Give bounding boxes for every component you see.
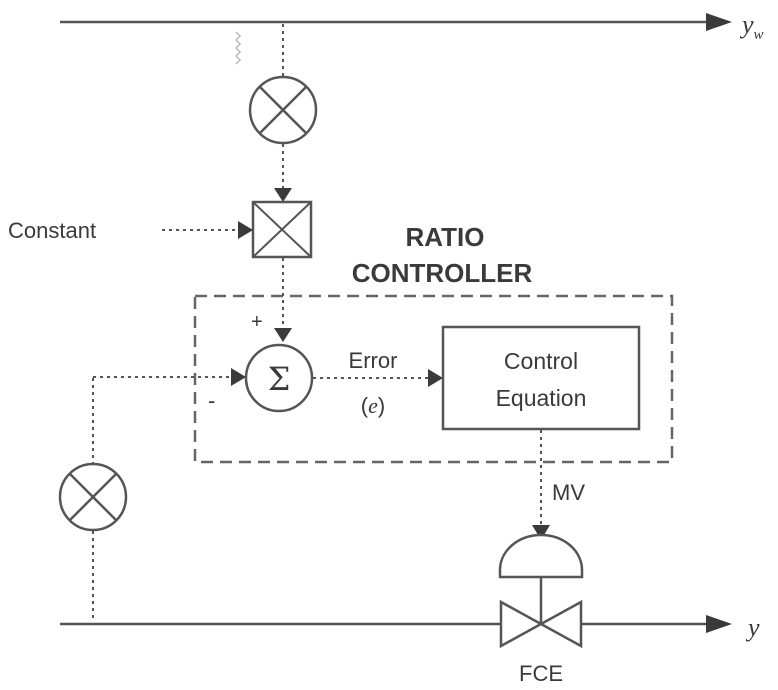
ratio-multiplier-box — [251, 200, 313, 259]
controller-title-line1: RATIO — [406, 222, 485, 252]
top-process-arrowhead — [706, 13, 732, 31]
bottom-process-arrowhead — [706, 615, 732, 633]
constant-arrowhead — [238, 221, 253, 239]
control-equation-line2: Equation — [496, 385, 587, 411]
control-equation-block — [441, 325, 641, 431]
mv-label: MV — [552, 480, 585, 505]
summing-junction: Σ — [244, 343, 314, 413]
top-multiplier-icon — [248, 75, 318, 145]
control-valve-icon — [499, 599, 583, 649]
valve-actuator-icon — [498, 533, 584, 579]
summer-setpoint-arrowhead — [274, 328, 292, 342]
mv-arrowhead — [532, 525, 550, 540]
error-label: Error — [349, 348, 398, 373]
minus-sign: - — [208, 388, 215, 413]
fce-label: FCE — [519, 661, 563, 686]
flow-transmitter-mark — [234, 31, 242, 65]
error-symbol-label: (e) — [361, 393, 385, 418]
control-equation-line1: Control — [504, 348, 578, 374]
bottom-multiplier-icon — [58, 462, 128, 532]
ratio-controller-boundary — [193, 294, 674, 464]
sigma-symbol: Σ — [268, 360, 291, 398]
top-output-label: yw — [739, 10, 764, 43]
constant-label: Constant — [8, 218, 96, 243]
summer-feedback-arrowhead — [231, 368, 246, 386]
error-arrowhead — [428, 369, 443, 387]
ratio-box-input-arrow — [274, 188, 292, 202]
plus-sign: + — [251, 311, 263, 333]
controller-title-line2: CONTROLLER — [352, 258, 533, 288]
bottom-output-label: y — [745, 613, 760, 642]
